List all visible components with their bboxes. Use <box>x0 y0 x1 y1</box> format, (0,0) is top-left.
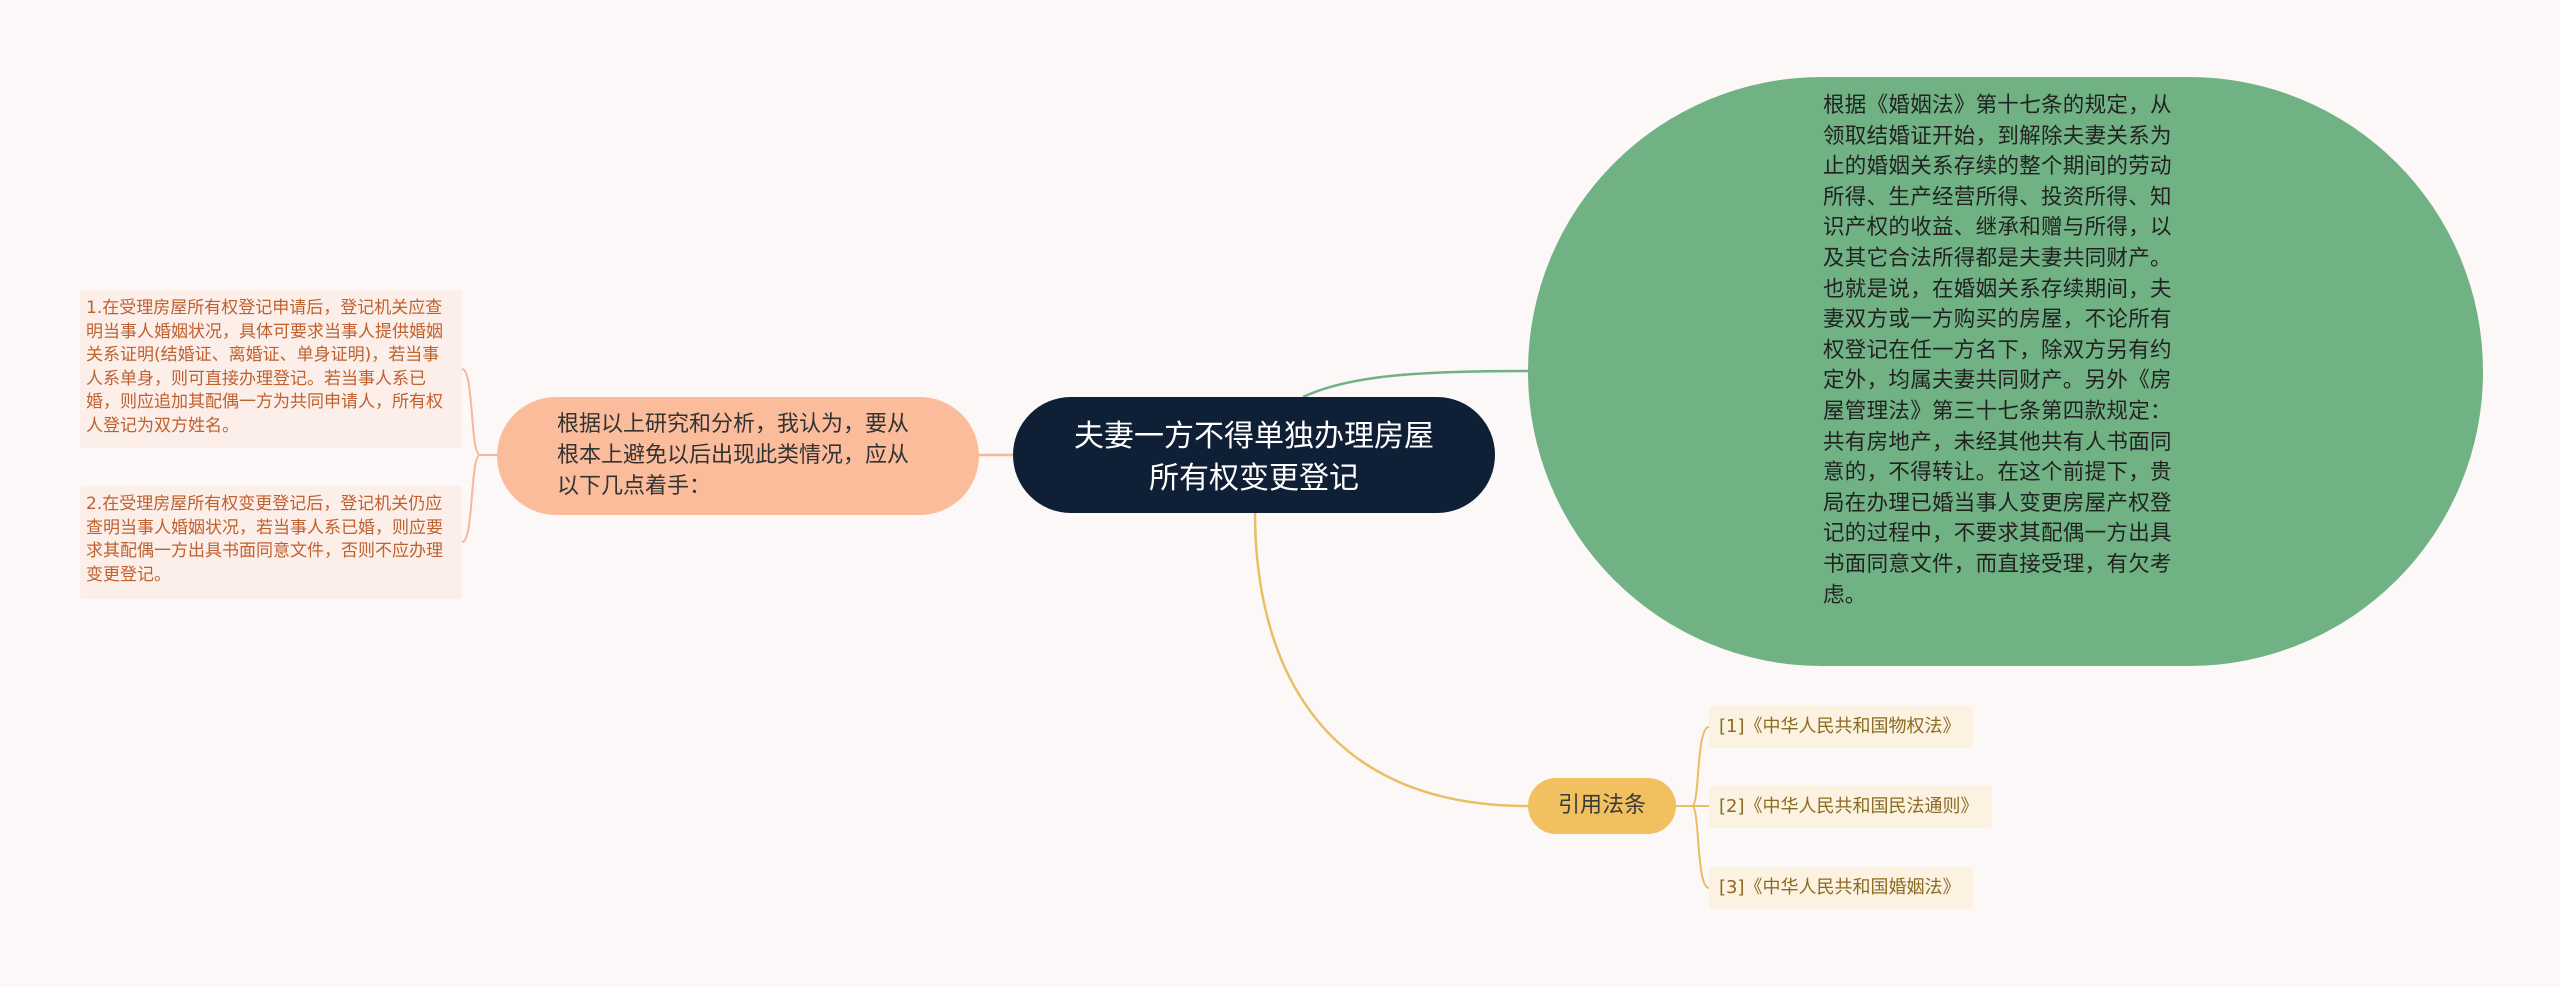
left-leaf-text-2: 2.在受理房屋所有权变更登记后，登记机关仍应查明当事人婚姻状况，若当事人系已婚，… <box>86 494 443 585</box>
central-topic-text: 夫妻一方不得单独办理房屋所有权变更登记 <box>1074 419 1434 496</box>
reference-item-text-1: [1]《中华人民共和国物权法》 <box>1719 716 1961 737</box>
references-label: 引用法条 <box>1557 793 1646 818</box>
connector-central-to-references <box>1253 512 1529 808</box>
reference-item-2[interactable]: [2]《中华人民共和国民法通则》 <box>1709 786 1992 828</box>
left-branch-node[interactable]: 根据以上研究和分析，我认为，要从根本上避免以后出现此类情况，应从以下几点着手： <box>497 397 979 515</box>
left-leaf-item-1[interactable]: 1.在受理房屋所有权登记申请后，登记机关应查明当事人婚姻状况，具体可要求当事人提… <box>80 290 462 448</box>
connector-references-to-items <box>1676 726 1710 889</box>
left-branch-text: 根据以上研究和分析，我认为，要从根本上避免以后出现此类情况，应从以下几点着手： <box>557 412 910 499</box>
central-topic[interactable]: 夫妻一方不得单独办理房屋所有权变更登记 <box>1013 397 1495 513</box>
left-leaf-text-1: 1.在受理房屋所有权登记申请后，登记机关应查明当事人婚姻状况，具体可要求当事人提… <box>86 298 443 436</box>
right-branch-node[interactable]: 根据《婚姻法》第十七条的规定，从领取结婚证开始，到解除夫妻关系为止的婚姻关系存续… <box>1528 77 2483 666</box>
references-node[interactable]: 引用法条 <box>1528 778 1676 834</box>
connector-central-to-green <box>1302 369 1529 399</box>
reference-item-text-2: [2]《中华人民共和国民法通则》 <box>1719 796 1979 817</box>
reference-item-3[interactable]: [3]《中华人民共和国婚姻法》 <box>1709 867 1973 909</box>
reference-item-1[interactable]: [1]《中华人民共和国物权法》 <box>1709 706 1973 748</box>
connector-left-to-leaves <box>461 368 497 543</box>
left-leaf-item-2[interactable]: 2.在受理房屋所有权变更登记后，登记机关仍应查明当事人婚姻状况，若当事人系已婚，… <box>80 486 462 599</box>
right-branch-text: 根据《婚姻法》第十七条的规定，从领取结婚证开始，到解除夫妻关系为止的婚姻关系存续… <box>1823 93 2172 608</box>
reference-item-text-3: [3]《中华人民共和国婚姻法》 <box>1719 877 1961 898</box>
